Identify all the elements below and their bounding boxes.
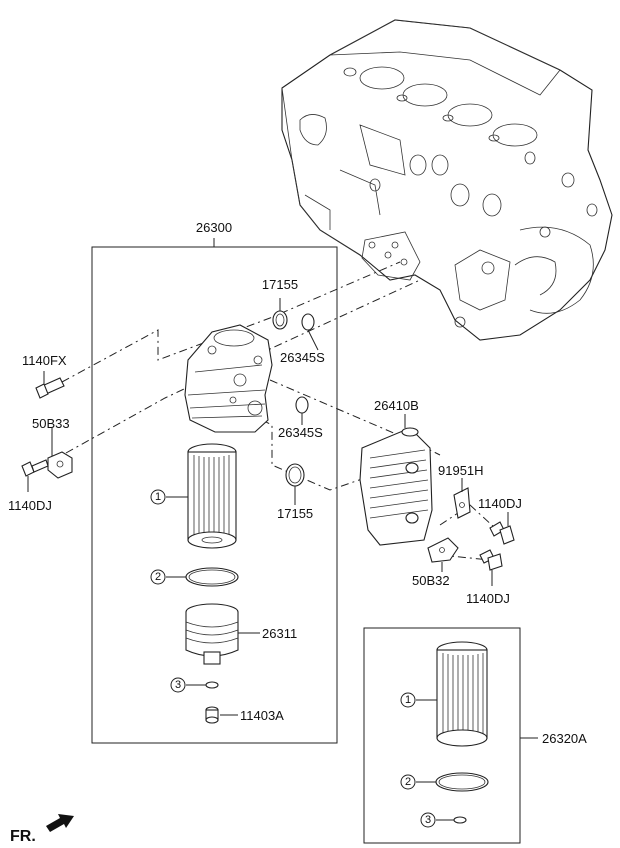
svg-text:2: 2 (155, 571, 161, 583)
bracket-50B33 (47, 428, 73, 479)
bolt-1140DJ-right-top (489, 512, 515, 545)
svg-text:1: 1 (155, 491, 161, 503)
drain-plug-11403A (205, 706, 238, 724)
oil-cooler-26410B (359, 414, 433, 546)
bracket-50B32 (427, 537, 459, 572)
filter-cap-26311 (185, 603, 260, 665)
filter-housing (184, 324, 273, 433)
label-50B32: 50B32 (412, 573, 450, 588)
callout-2-left: 2 (150, 569, 166, 585)
svg-text:2: 2 (405, 776, 411, 788)
callout-3-kit: 3 (420, 812, 436, 828)
label-26410B: 26410B (374, 398, 419, 413)
svg-text:3: 3 (425, 814, 431, 826)
oring-small (186, 681, 219, 689)
label-1140DJ-right-bottom: 1140DJ (466, 591, 510, 606)
label-11403A: 11403A (240, 708, 284, 723)
bolt-1140FX (35, 371, 65, 399)
oring-large (166, 567, 239, 587)
part-91951H (453, 478, 471, 519)
label-26345S-mid: 26345S (278, 425, 323, 440)
label-26300: 26300 (196, 220, 232, 235)
front-direction-label: FR. (10, 828, 36, 845)
callout-1-left: 1 (150, 489, 166, 505)
label-17155-bottom: 17155 (277, 506, 313, 521)
bolt-1140DJ-left (21, 459, 49, 492)
oring-26345S-mid (295, 396, 309, 425)
kit-26320A-box (363, 627, 521, 844)
bolt-1140DJ-right-bottom (479, 549, 503, 586)
label-26345S-top: 26345S (280, 350, 325, 365)
oring-26345S-top (301, 313, 319, 351)
filter-element (166, 443, 237, 549)
label-1140FX: 1140FX (22, 353, 67, 368)
label-26320A: 26320A (542, 731, 587, 746)
gasket-17155-top (272, 298, 288, 330)
callout-1-kit: 1 (400, 692, 416, 708)
label-50B33: 50B33 (32, 416, 70, 431)
gasket-17155-bottom (285, 463, 305, 505)
callout-3-left: 3 (170, 677, 186, 693)
kit-oring-small (436, 816, 467, 824)
label-1140DJ-left: 1140DJ (8, 498, 52, 513)
label-26311: 26311 (262, 626, 297, 641)
label-1140DJ-right-top: 1140DJ (478, 496, 522, 511)
svg-text:3: 3 (175, 679, 181, 691)
kit-oring-large (416, 772, 489, 792)
engine-block (281, 19, 613, 341)
kit-filter-element (416, 641, 488, 747)
front-arrow-icon (46, 814, 74, 832)
label-91951H: 91951H (438, 463, 484, 478)
svg-text:1: 1 (405, 694, 411, 706)
callout-2-kit: 2 (400, 774, 416, 790)
label-17155-top: 17155 (262, 277, 298, 292)
